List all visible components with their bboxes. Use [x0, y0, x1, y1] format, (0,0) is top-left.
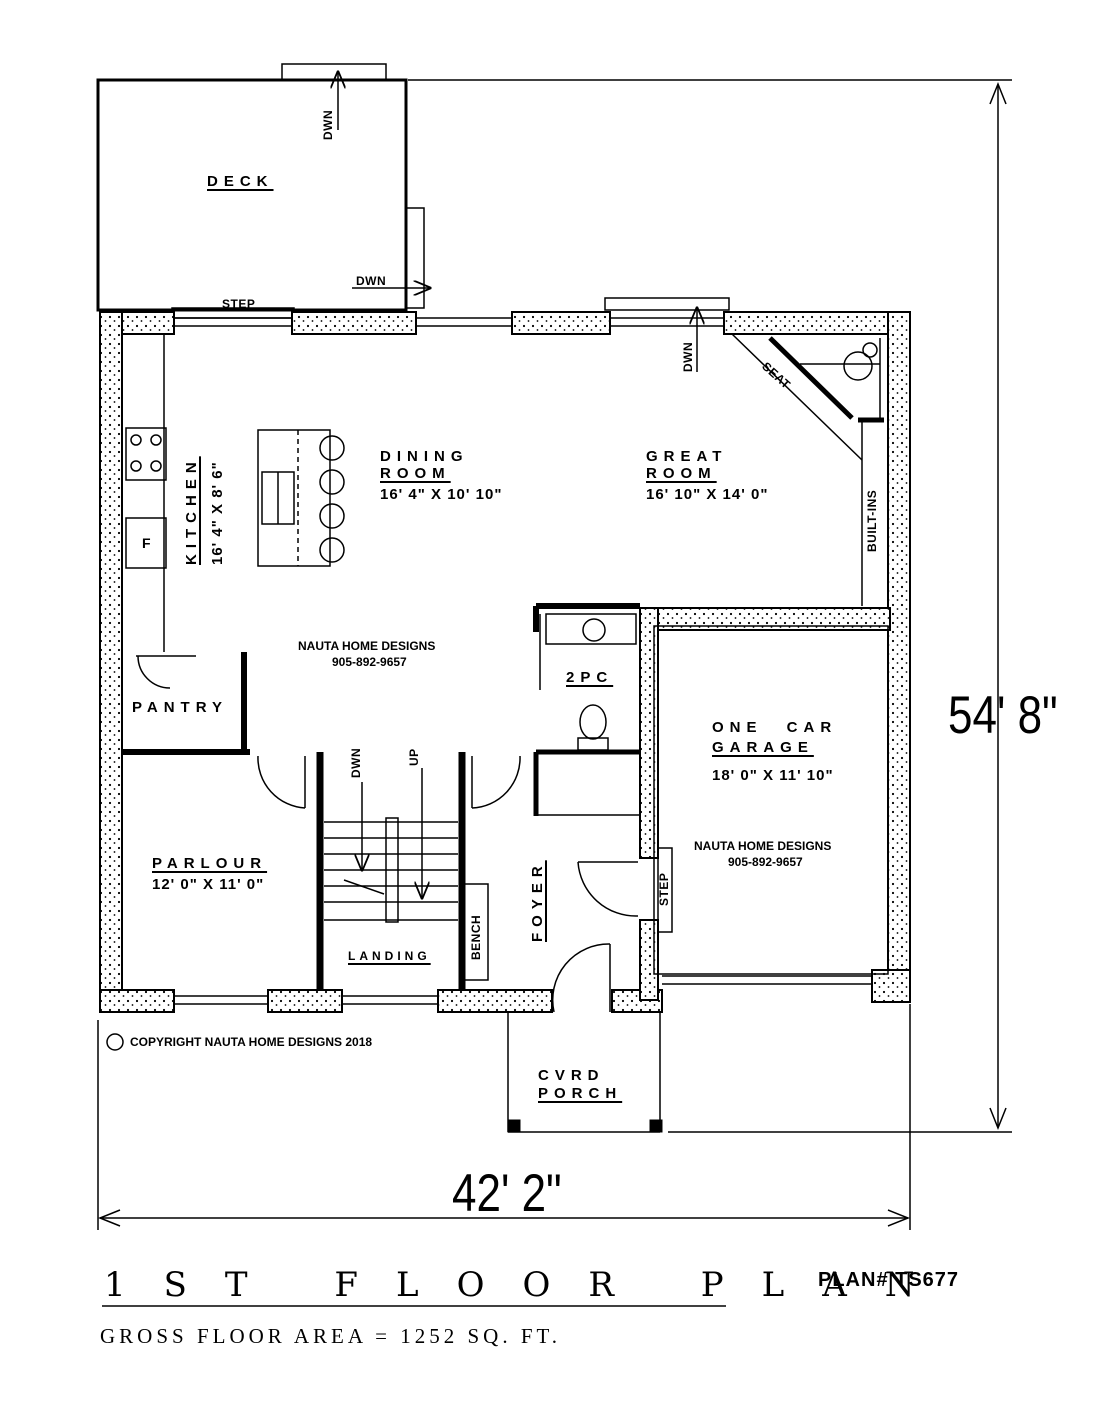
watermark-phone-garage: 905-892-9657	[728, 855, 803, 869]
watermark-phone-kitchen: 905-892-9657	[332, 655, 407, 669]
overall-width-dimension: 42' 2"	[452, 1164, 562, 1223]
great-room-label-line2: ROOM	[646, 465, 717, 482]
parlour-dimension: 12' 0" X 11' 0"	[152, 876, 265, 893]
kitchen-fixtures	[125, 334, 345, 652]
exterior-walls	[99, 311, 911, 1013]
garage-step-label: STEP	[657, 872, 671, 906]
interior-walls	[122, 333, 863, 990]
kitchen-dimension: 16' 4" X 8' 6"	[209, 461, 226, 565]
fridge-label: F	[142, 535, 151, 551]
watermark-company-kitchen: NAUTA HOME DESIGNS	[298, 639, 436, 653]
corner-seat	[768, 336, 884, 423]
plan-number: PLAN# TS677	[818, 1269, 960, 1291]
foyer-label: FOYER	[529, 860, 546, 942]
garage-walls	[639, 607, 891, 1001]
deck-step-label: STEP	[222, 297, 256, 311]
dimension-lines	[97, 79, 1012, 1307]
copyright-text: COPYRIGHT NAUTA HOME DESIGNS 2018	[130, 1035, 373, 1049]
parlour-label: PARLOUR	[152, 855, 268, 872]
dining-room-label-line1: DINING	[380, 448, 469, 465]
deck-down-label: DWN	[321, 109, 335, 140]
porch-label-line1: CVRD	[538, 1067, 605, 1084]
kitchen-label: KITCHEN	[183, 456, 200, 565]
great-room-label-line1: GREAT	[646, 448, 728, 465]
great-room-dimension: 16' 10" X 14' 0"	[646, 486, 769, 503]
garage-dimension: 18' 0" X 11' 10"	[712, 767, 834, 784]
covered-porch	[507, 1012, 663, 1133]
porch-label-line2: PORCH	[538, 1085, 623, 1102]
dining-room-dimension: 16' 4" X 10' 10"	[380, 486, 503, 503]
powder-room-label: 2PC	[566, 669, 614, 686]
doors	[136, 655, 639, 1013]
dining-room-label-line2: ROOM	[380, 465, 451, 482]
great-room-down-label: DWN	[681, 341, 695, 372]
stair-up-label: UP	[407, 748, 421, 766]
powder-room-fixtures	[539, 613, 637, 751]
pantry-label: PANTRY	[132, 699, 228, 716]
plan-title: 1ST FLOOR PLAN	[104, 1265, 953, 1305]
stair-down-label: DWN	[349, 747, 363, 778]
overall-height-dimension: 54' 8"	[948, 686, 1058, 746]
gross-floor-area: GROSS FLOOR AREA = 1252 SQ. FT.	[100, 1324, 562, 1348]
watermark-company-garage: NAUTA HOME DESIGNS	[694, 839, 832, 853]
garage-label-line2: GARAGE	[712, 739, 814, 756]
stairs	[324, 768, 489, 981]
bench-label: BENCH	[469, 914, 483, 960]
deck-label: DECK	[207, 173, 274, 190]
garage-label-line1: ONE CAR	[712, 719, 838, 736]
landing-label: LANDING	[348, 949, 431, 963]
built-ins-label: BUILT-INS	[865, 489, 879, 552]
deck-side-down-label: DWN	[356, 274, 387, 288]
